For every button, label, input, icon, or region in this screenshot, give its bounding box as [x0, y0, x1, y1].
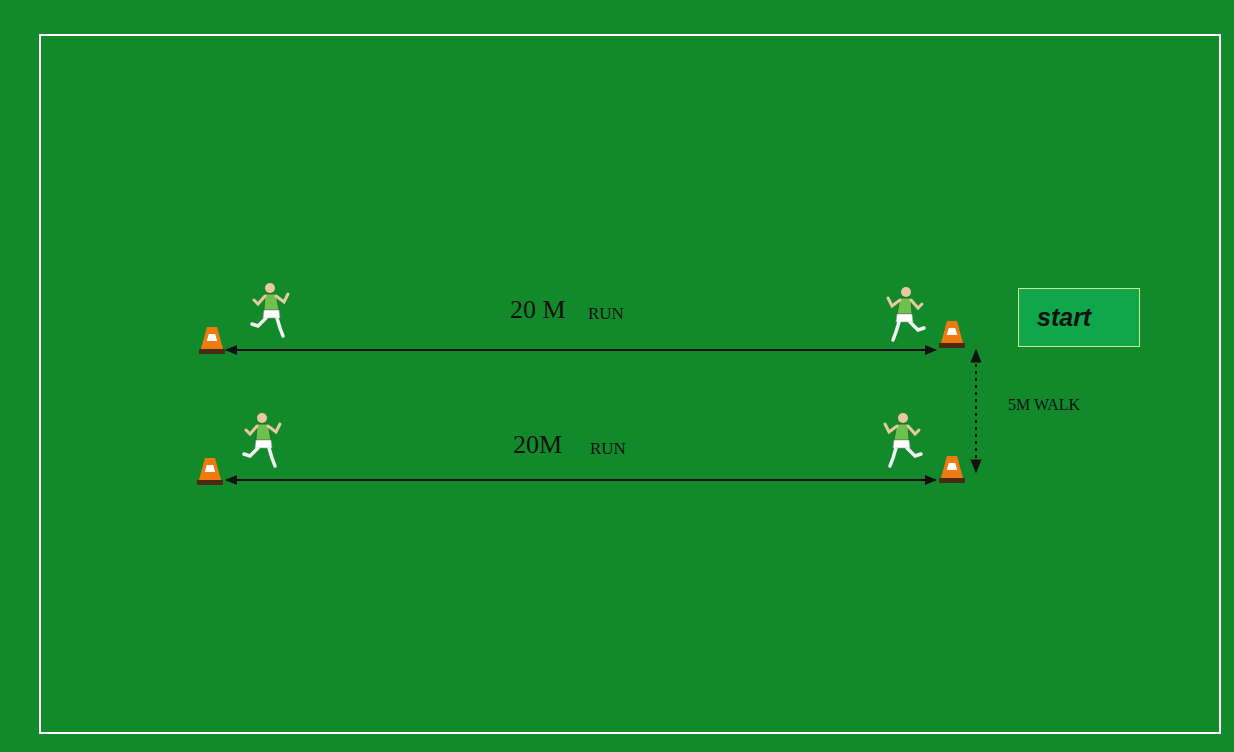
runner: [252, 283, 288, 336]
activity-label: RUN: [588, 305, 624, 322]
distance-label: 20 M: [510, 297, 566, 323]
distance-label: 20M: [513, 432, 562, 458]
cone: [939, 456, 965, 483]
cone: [939, 321, 965, 348]
walk-arrow: [975, 350, 977, 472]
distance-arrow: [226, 349, 936, 351]
cone: [199, 327, 225, 354]
runner: [244, 413, 280, 466]
pitch-boundary: [40, 35, 1220, 733]
start-box: start: [1018, 288, 1140, 347]
walk-label: 5M WALK: [1008, 397, 1080, 413]
activity-label: RUN: [590, 440, 626, 457]
cone: [197, 458, 223, 485]
distance-arrow: [226, 479, 936, 481]
runner: [888, 287, 924, 340]
runner: [885, 413, 921, 466]
start-label: start: [1037, 305, 1139, 330]
